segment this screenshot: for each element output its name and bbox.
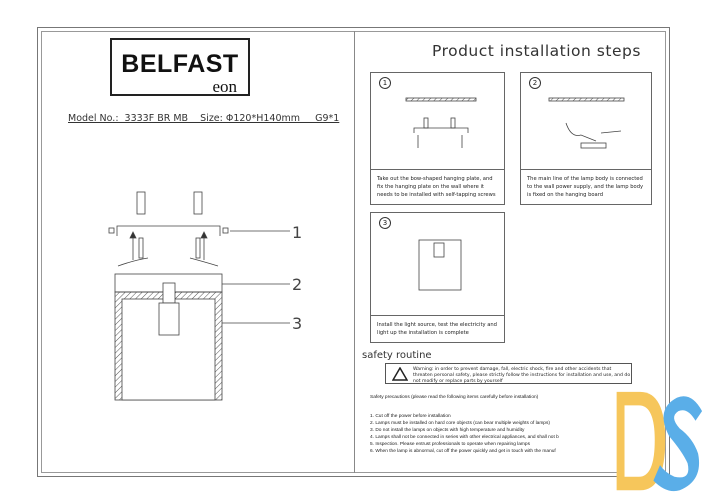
page-border (37, 27, 670, 477)
warning-box: Warning: in order to prevent damage, fal… (385, 363, 632, 384)
step-number: 1 (379, 77, 391, 89)
exploded-diagram: 1 2 3 (108, 191, 302, 401)
step-3-illustration (418, 239, 462, 291)
column-divider (354, 31, 355, 473)
step-1-illustration (405, 97, 477, 148)
step-1: 1 Take out the bow-shaped hanging plate,… (370, 72, 505, 205)
safety-title: safety routine (362, 350, 432, 361)
step-number: 3 (379, 217, 391, 229)
warning-text: Warning: in order to prevent damage, fal… (413, 367, 631, 384)
precautions-heading: Safety precautions (please read the foll… (370, 395, 539, 400)
part-label-3: 3 (292, 314, 302, 333)
step-2: 2 The main line of the lamp body is conn… (520, 72, 652, 205)
step-number: 2 (529, 77, 541, 89)
step-2-illustration (548, 97, 625, 149)
precaution-item: 2. Lamps must be installed on hard core … (370, 421, 550, 426)
step-text: Install the light source, test the elect… (371, 315, 504, 342)
precaution-item: 6. When the lamp is abnormal, cut off th… (370, 449, 556, 454)
logo-underline (110, 94, 250, 96)
precaution-item: 4. Lamps shall not be connected in serie… (370, 435, 559, 440)
precaution-item: 5. Inspection. Please entrust profession… (370, 442, 530, 447)
warning-icon (392, 367, 408, 381)
section-title: Product installation steps (432, 42, 641, 60)
step-3: 3 Install the light source, test the ele… (370, 212, 505, 343)
precaution-item: 1. Cut off the power before installation (370, 414, 451, 419)
model-info: Model No.: 3333F BR MB Size: Φ120*H140mm… (68, 113, 340, 124)
page-inner-border (41, 31, 666, 473)
logo-brand: BELFAST (121, 50, 239, 78)
logo-sub: eon (209, 77, 240, 97)
step-text: Take out the bow-shaped hanging plate, a… (371, 169, 504, 204)
precaution-item: 3. Do not install the lamps on objects w… (370, 428, 525, 433)
brand-logo: BELFAST eon (110, 38, 250, 97)
part-label-2: 2 (292, 275, 302, 294)
step-text: The main line of the lamp body is connec… (521, 169, 651, 204)
ds-watermark-logo (616, 391, 703, 492)
part-label-1: 1 (292, 223, 302, 242)
